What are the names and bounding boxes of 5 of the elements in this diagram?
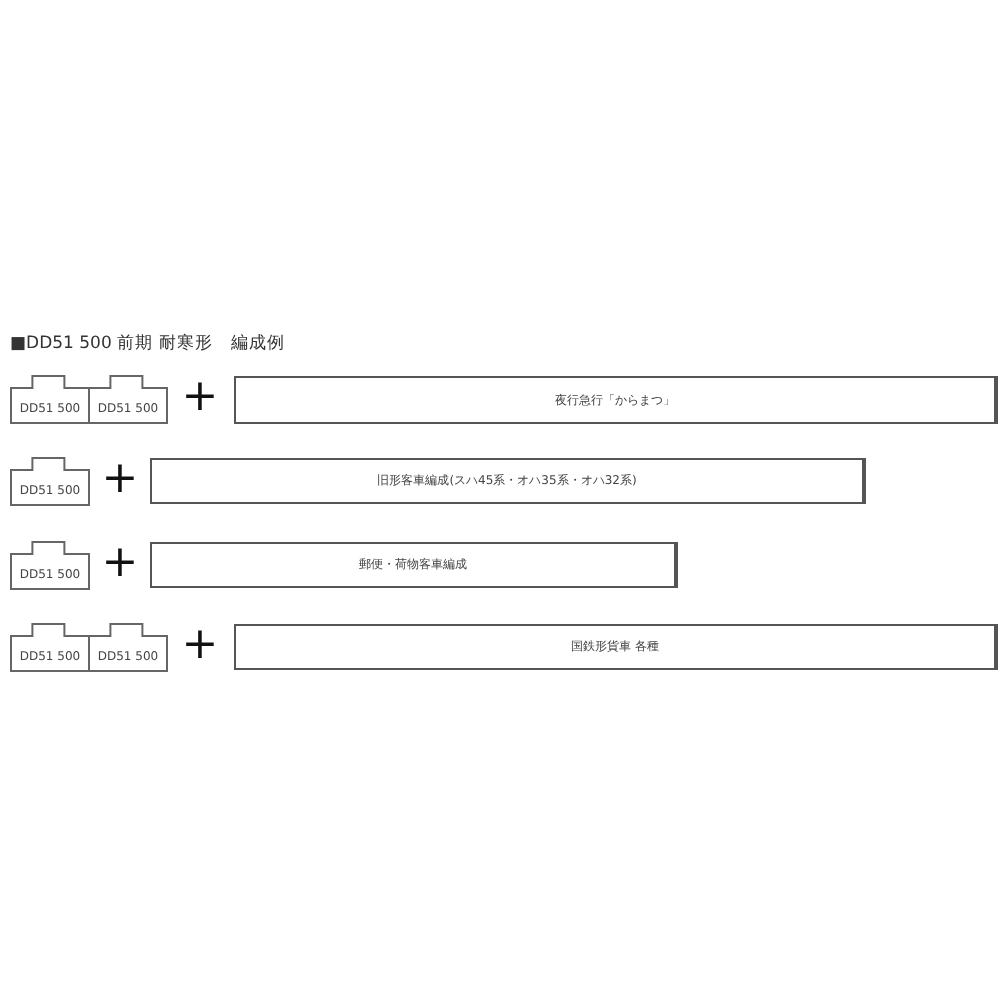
plus-sign: + xyxy=(100,542,140,586)
plus-sign: + xyxy=(180,624,220,668)
title: ■DD51 500 前期 耐寒形 編成例 xyxy=(10,332,285,356)
plus-sign: + xyxy=(180,376,220,420)
plus-sign: + xyxy=(100,458,140,502)
